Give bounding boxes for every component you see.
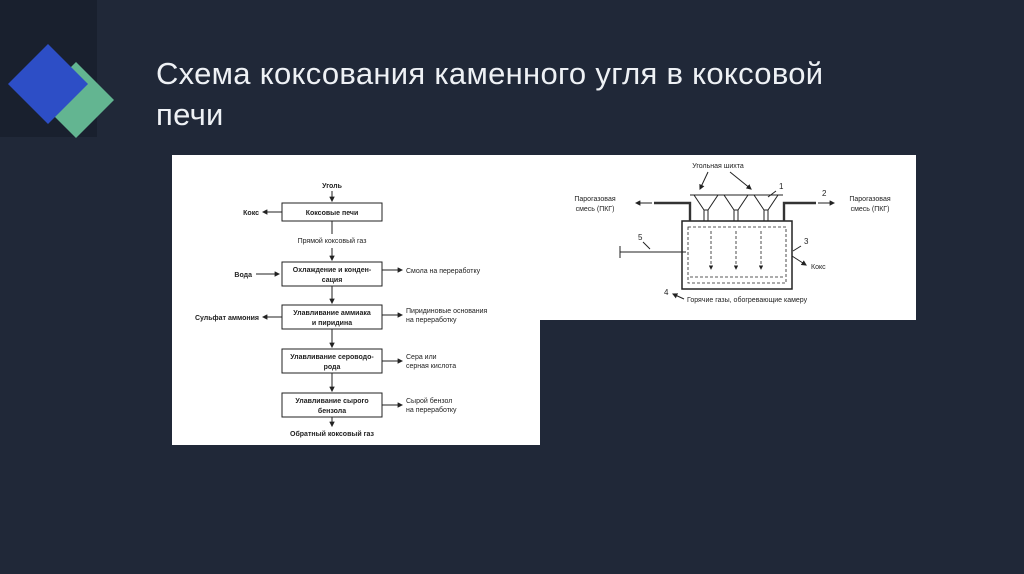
label-ammonium-sulfate: Сульфат аммония xyxy=(195,315,259,322)
label-water: Вода xyxy=(234,272,252,279)
label-pyridine-line1: Пиридиновые основания xyxy=(406,308,488,315)
arrow-charge-right xyxy=(729,171,752,190)
label-coal-charge: Угольная шихта xyxy=(692,163,744,170)
arrow-hot-gases xyxy=(671,293,685,300)
page-title-line2: печи xyxy=(156,96,224,132)
arrow-charge-left xyxy=(699,171,709,190)
box-ammonia-line1: Улавливание аммиака xyxy=(293,310,371,317)
box-benzene-line1: Улавливание сырого xyxy=(295,398,368,405)
label-return-gas: Обратный коксовый газ xyxy=(290,430,375,438)
oven-diagram: Угольная шихта xyxy=(574,163,890,304)
label-hot-gases: Горячие газы, обогревающие камеру xyxy=(687,296,808,304)
callout-1: 1 xyxy=(779,182,784,191)
callout-2: 2 xyxy=(822,189,827,198)
flowchart-panel: Уголь Коксовые печи Кокс Прямой коксовый… xyxy=(172,155,540,445)
callout-5: 5 xyxy=(638,233,643,242)
box-coke-ovens-label: Коксовые печи xyxy=(306,210,359,217)
label-sulfur-line2: серная кислота xyxy=(406,363,456,370)
box-cooling-line2: сация xyxy=(322,277,343,284)
label-pyridine-line2: на переработку xyxy=(406,316,457,324)
box-benzene-line2: бензола xyxy=(318,407,346,415)
box-h2s-line1: Улавливание сероводо- xyxy=(290,354,374,361)
corner-blue-diamond xyxy=(8,44,88,124)
label-benzene-line1: Сырой бензол xyxy=(406,397,452,405)
pusher-ram xyxy=(619,241,686,258)
page-title-line1: Схема коксования каменного угля в коксов… xyxy=(156,56,824,91)
arrow-coke-out xyxy=(791,255,807,266)
callout-1-leader xyxy=(767,190,777,198)
flowchart-diagram: Уголь Коксовые печи Кокс Прямой коксовый… xyxy=(195,183,488,438)
label-coke: Кокс xyxy=(243,210,259,217)
charging-hoppers xyxy=(690,194,783,221)
label-pkg-left-line2: смесь (ПКГ) xyxy=(576,206,615,213)
box-h2s-line2: рода xyxy=(324,364,341,371)
label-pkg-left-line1: Парогазовая xyxy=(574,196,615,203)
label-sulfur-line1: Сера или xyxy=(406,354,437,361)
label-coke-out: Кокс xyxy=(811,264,826,271)
label-tar: Смола на переработку xyxy=(406,267,481,275)
label-coal: Уголь xyxy=(322,183,342,190)
left-offtake-pipe xyxy=(654,201,692,221)
label-benzene-line2: на переработку xyxy=(406,406,457,414)
box-cooling-line1: Охлаждение и конден- xyxy=(293,267,372,274)
label-pkg-right-line1: Парогазовая xyxy=(849,196,890,203)
oven-panel: Угольная шихта xyxy=(540,155,916,320)
label-direct-gas: Прямой коксовый газ xyxy=(298,237,367,245)
oven-chamber xyxy=(681,220,793,290)
callout-3-leader xyxy=(792,245,802,252)
corner-decoration xyxy=(0,0,114,138)
box-ammonia-line2: и пиридина xyxy=(312,320,352,327)
callout-4: 4 xyxy=(664,288,669,297)
page-title: Схема коксования каменного угля в коксов… xyxy=(156,54,823,136)
right-offtake-pipe xyxy=(782,201,816,221)
callout-3: 3 xyxy=(804,237,809,246)
label-pkg-right-line2: смесь (ПКГ) xyxy=(851,206,890,213)
